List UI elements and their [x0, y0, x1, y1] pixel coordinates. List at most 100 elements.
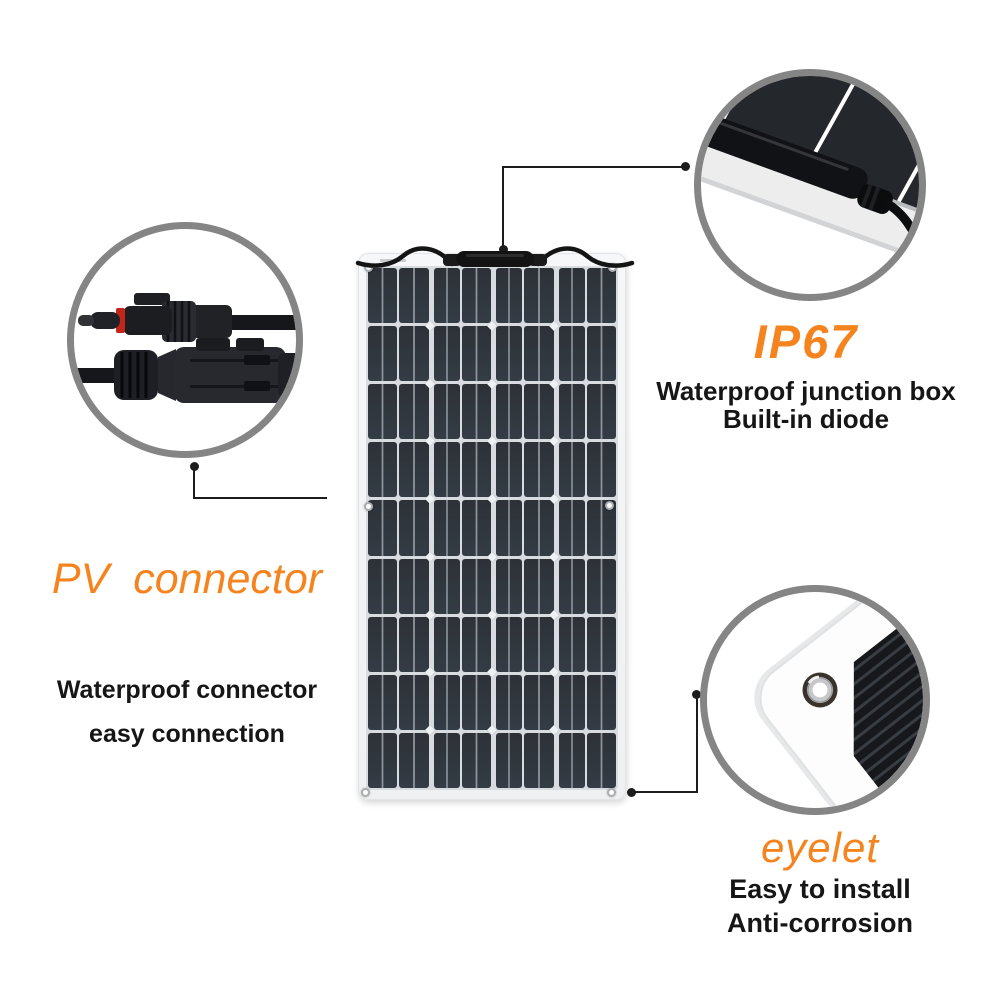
solar-cell [586, 384, 616, 440]
solar-cell [586, 268, 616, 324]
solar-cell [399, 326, 429, 382]
solar-cell [524, 384, 554, 440]
eyelet-description: Easy to install Anti-corrosion [655, 872, 985, 940]
solar-cell [433, 326, 460, 382]
solar-cell [558, 732, 585, 788]
callout-line-eyelet [632, 791, 698, 793]
eyelet-heading: eyelet [760, 824, 880, 871]
solar-cell [524, 326, 554, 382]
solar-cell [399, 268, 429, 324]
solar-cell [558, 616, 585, 672]
pv-connector-description: Waterproof connector easy connection [20, 668, 354, 756]
eyelet-line1: Easy to install [729, 874, 911, 904]
solar-cell [558, 558, 585, 614]
solar-cell [586, 442, 616, 498]
junction-box-heading: IP67 [753, 315, 859, 368]
solar-cell [368, 442, 398, 498]
solar-cell [399, 500, 429, 556]
callout-dot [681, 162, 690, 171]
solar-cell [524, 674, 554, 730]
solar-cell [496, 500, 523, 556]
solar-cell [586, 674, 616, 730]
solar-cell [586, 732, 616, 788]
solar-cell [399, 558, 429, 614]
solar-cell [399, 442, 429, 498]
solar-cell [524, 616, 554, 672]
solar-cell [461, 616, 491, 672]
solar-cell [461, 500, 491, 556]
solar-cell [558, 674, 585, 730]
callout-dot [190, 462, 199, 471]
solar-cell [524, 732, 554, 788]
solar-cell-grid [368, 268, 616, 788]
solar-cell [524, 442, 554, 498]
solar-cell [524, 558, 554, 614]
solar-cell [368, 558, 398, 614]
solar-cell [433, 500, 460, 556]
solar-cell-area [366, 266, 618, 790]
solar-cell [558, 384, 585, 440]
panel-eyelet [607, 788, 616, 797]
solar-cell [496, 442, 523, 498]
solar-cell [496, 674, 523, 730]
solar-cell [433, 674, 460, 730]
callout-line-junction-box [502, 166, 686, 168]
callout-line-pv-connector [193, 467, 195, 499]
solar-cell [586, 326, 616, 382]
junction-box-line1: Waterproof junction box [656, 376, 956, 406]
solar-cell [399, 674, 429, 730]
solar-cell [368, 326, 398, 382]
callout-dot [499, 245, 508, 254]
callout-line-junction-box [502, 167, 504, 250]
solar-cell [524, 500, 554, 556]
solar-cell [496, 616, 523, 672]
solar-cell [586, 558, 616, 614]
solar-cell [433, 558, 460, 614]
solar-cell [433, 732, 460, 788]
pv-connector-line2: easy connection [89, 720, 285, 748]
panel-eyelet [361, 788, 370, 797]
solar-cell [461, 384, 491, 440]
junction-box-description: Waterproof junction box Built-in diode [634, 377, 978, 433]
solar-cell [433, 616, 460, 672]
solar-cell [368, 268, 398, 324]
solar-cell [461, 442, 491, 498]
solar-cell [461, 732, 491, 788]
solar-cell [433, 442, 460, 498]
solar-cell [461, 326, 491, 382]
callout-line-eyelet [696, 695, 698, 793]
solar-cell [368, 616, 398, 672]
pv-connector-line1: Waterproof connector [56, 676, 318, 704]
panel-eyelet [364, 502, 373, 511]
solar-cell [586, 616, 616, 672]
junction-box-photo [694, 69, 926, 301]
solar-cell [368, 384, 398, 440]
callout-dot [692, 690, 701, 699]
solar-cell [558, 268, 585, 324]
eyelet-photo [700, 585, 930, 815]
solar-cell [558, 500, 585, 556]
solar-cell [496, 326, 523, 382]
solar-cell [496, 384, 523, 440]
solar-cell [496, 268, 523, 324]
solar-cell [433, 268, 460, 324]
solar-cell [558, 326, 585, 382]
junction-box-line2: Built-in diode [722, 404, 890, 434]
solar-cell [399, 732, 429, 788]
solar-cell [496, 558, 523, 614]
solar-cell [433, 384, 460, 440]
solar-cell [368, 500, 398, 556]
solar-cell [461, 674, 491, 730]
panel-eyelet [605, 501, 614, 510]
solar-cell [399, 616, 429, 672]
callout-dot [627, 788, 636, 797]
solar-cell [461, 268, 491, 324]
eyelet-line2: Anti-corrosion [727, 908, 913, 938]
pv-connector-photo [67, 222, 303, 458]
solar-cell [558, 442, 585, 498]
solar-cell [524, 268, 554, 324]
solar-cell [399, 384, 429, 440]
solar-cell [461, 558, 491, 614]
pv-connector-heading: PV connector [51, 555, 323, 603]
